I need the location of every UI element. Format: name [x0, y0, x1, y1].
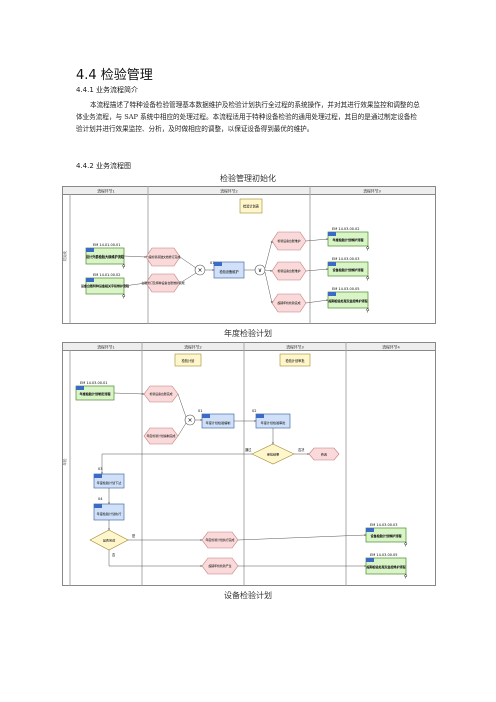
event-modify-label: 修改	[321, 452, 327, 457]
task-annual-plan-approve-label: 年度计划检验审批	[261, 420, 286, 425]
label-no: 否	[112, 553, 116, 557]
event-out-3-label: 超期年检检验完成	[277, 300, 300, 305]
ref-code-l1: EM 14.01.00.01	[93, 243, 121, 247]
ref-code-r2: EM 14.03.00.05	[370, 553, 398, 557]
doc-box-approval-label: 检验计划审批	[285, 358, 305, 363]
label-yes: 是	[132, 533, 136, 538]
doc-box-plan	[174, 353, 202, 367]
person-icon: ⚲	[366, 246, 370, 252]
person-icon: ⚲	[404, 542, 408, 548]
task-plan-issue-label: 年度检验计划下达	[97, 480, 122, 485]
lane-label-3: 流程环节3	[363, 189, 381, 194]
process-box-r2-label: 超期检验处理及监控维护流程	[365, 564, 405, 569]
ref-code-r1: EM 14.03.00.03	[370, 523, 398, 527]
intro-paragraph: 本流程描述了特种设备检验管理基本数据维护及检验计划执行全过程的系统操作，并对其进…	[76, 101, 420, 133]
doc-box-plan-table	[239, 198, 263, 214]
event-plan-complete-label: 年度检验计划执行完成	[206, 537, 235, 542]
side-lane-label: 年检	[62, 458, 67, 466]
gateway-completed-label: 是否完成	[103, 538, 115, 543]
process-box-l1-label: 年度检验计划制定流程	[80, 391, 112, 396]
doc-box-plan-label: 检验计划	[182, 358, 195, 363]
ref-code-l2: EM 14.01.00.02	[93, 273, 121, 277]
svg-text:×: ×	[197, 267, 202, 274]
caption-annual-plan: 年度检验计划	[224, 329, 272, 338]
lane-label-2: 流程环节2	[184, 345, 202, 350]
event-out-2-label: 检验设备台账维护	[277, 268, 300, 273]
process-box-r3-label: 超期检验处理及监控维护流程	[327, 298, 367, 303]
event-ledger-done-label: 检验设备台账完成	[149, 391, 172, 396]
task-annual-plan-compile-label: 年度计划检验编制	[206, 420, 231, 425]
doc-box-plan-table-label: 检验计划表	[243, 204, 260, 209]
step-number-1: 01	[198, 409, 202, 413]
step-number-3: 03	[98, 467, 102, 471]
person-icon: ⚲	[404, 574, 408, 580]
lane-label-1: 流程环节1	[97, 189, 115, 194]
subsection-title-flowchart: 4.4.2 业务流程图	[76, 162, 132, 170]
task-box-equipment-maint-label: 检验设备维护	[219, 269, 238, 274]
svg-text:×: ×	[187, 417, 192, 424]
person-icon: ⚲	[122, 294, 126, 300]
svg-text:∨: ∨	[258, 267, 262, 274]
section-title: 4.4 检验管理	[76, 68, 153, 83]
event-basic-docs-done-label: 一般检验基础文档修订完成	[146, 254, 181, 259]
task-plan-execute-label: 年度检验计划执行	[97, 511, 122, 516]
event-ledger-done-label: 台账修订及特种设备台账维护完成	[141, 280, 184, 285]
process-box-r1-label: 设备检验计划维护流程	[371, 533, 403, 538]
flowchart-annual-plan: 流程环节1 流程环节2 流程环节3 流程环节4 年检 检验计划 检验计划审批 E…	[62, 342, 436, 586]
doc-box-approval	[279, 353, 311, 367]
lane-label-4: 流程环节4	[382, 345, 400, 350]
person-icon: ⚲	[366, 276, 370, 282]
step-number-4: 04	[98, 497, 103, 501]
flowchart-initialization: 流程环节1 流程环节2 流程环节3 初始化 检验计划表 EM 14.01.00.…	[62, 186, 436, 324]
ref-code-r2: EM 14.03.00.03	[332, 257, 360, 261]
person-icon: ⚲	[122, 264, 126, 270]
side-lane-label: 初始化	[62, 250, 67, 261]
process-box-r2-label: 设备检验计划维护流程	[333, 267, 365, 272]
event-out-1-label: 检验设备台账维护	[277, 238, 300, 243]
process-box-l2-label: 设备台账特种设备相关字段维护流程	[81, 283, 129, 288]
lane-label-3: 流程环节3	[286, 345, 304, 350]
step-number-2: 02	[252, 409, 256, 413]
ref-code-r3: EM 14.03.00.05	[332, 287, 360, 291]
subsection-title-intro: 4.4.1 业务流程简介	[76, 86, 139, 94]
event-overdue-label: 超期年检检验产生	[208, 563, 231, 568]
event-plan-compiled	[143, 427, 179, 445]
lane-label-1: 流程环节1	[97, 345, 115, 350]
process-box-l1-label: 设计外委检验大纲维护流程	[86, 254, 125, 259]
step-number: 01	[210, 261, 214, 265]
caption-equipment-plan: 设备检验计划	[224, 591, 272, 600]
label-reject: 否决	[298, 447, 305, 452]
person-icon: ⚲	[366, 308, 370, 314]
label-pass: 通过	[245, 447, 252, 452]
ref-code-l1: EM 14.03.00.01	[80, 381, 108, 385]
ref-code-r1: EM 14.03.00.02	[332, 227, 360, 231]
event-plan-compiled-label: 年度检验计划编制完成	[147, 433, 176, 438]
caption-initialization: 检验管理初始化	[220, 174, 276, 183]
process-box-r1-label: 年度检验计划维护流程	[333, 237, 365, 242]
gateway-approval-result	[251, 443, 295, 465]
gateway-approval-result-label: 审批结果	[267, 452, 279, 457]
lane-label-2: 流程环节2	[220, 189, 238, 194]
